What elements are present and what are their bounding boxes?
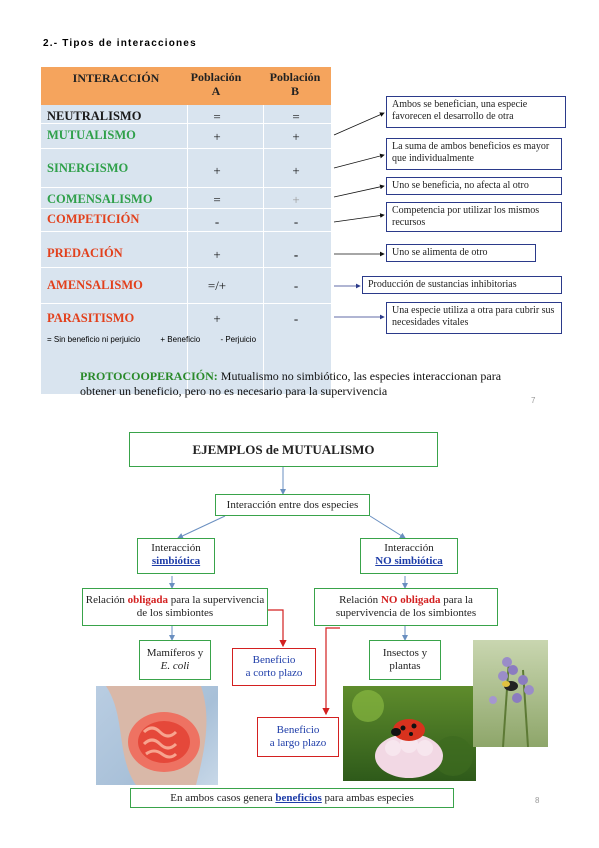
- row-name-comensalismo: COMENSALISMO: [47, 192, 153, 206]
- cell-a: +: [213, 163, 221, 178]
- row-name-predacion: PREDACIÓN: [47, 246, 123, 260]
- cell-a: +: [213, 247, 221, 262]
- arrow-competicion: [333, 213, 385, 223]
- node-non-symbiotic-label: Interacción: [384, 542, 434, 554]
- diagram-footer: En ambos casos genera beneficios para am…: [130, 788, 454, 808]
- cell-b: +: [292, 129, 300, 144]
- arrow-comensalismo: [333, 184, 385, 198]
- column-divider: [263, 105, 264, 394]
- node-mammals-ecoli: Mamíferos y E. coli: [139, 640, 211, 680]
- long-term-detail: a largo plazo: [269, 737, 327, 749]
- node-symbiotic-keyword: simbiótica: [151, 555, 201, 567]
- cell-b: -: [293, 214, 299, 229]
- example-mammals: Mamíferos y: [146, 647, 204, 659]
- row-divider: [41, 231, 331, 232]
- node-non-symbiotic: Interacción NO simbiótica: [360, 538, 458, 574]
- node-short-term-benefit: Beneficio a corto plazo: [232, 648, 316, 686]
- short-term-label: Beneficio: [252, 654, 296, 666]
- row-name-amensalismo: AMENSALISMO: [47, 278, 143, 292]
- long-term-label: Beneficio: [276, 724, 320, 736]
- page-number: 7: [531, 396, 536, 405]
- intestine-photo: [96, 686, 218, 785]
- cell-a: =: [213, 192, 221, 207]
- cell-b: -: [293, 278, 299, 293]
- row-divider: [41, 187, 331, 188]
- table-body: [41, 105, 331, 394]
- row-divider: [41, 267, 331, 268]
- relation-keyword-obligada: obligada: [127, 594, 168, 606]
- example-plants: plantas: [389, 660, 421, 672]
- row-divider: [41, 208, 331, 209]
- header-population-a: Población A: [190, 70, 242, 98]
- definition-competicion: Competencia por utilizar los mismos recu…: [386, 202, 562, 232]
- row-name-neutralismo: NEUTRALISMO: [47, 109, 142, 123]
- relation-text: Relación: [85, 594, 128, 606]
- node-symbiotic-label: Interacción: [151, 542, 201, 554]
- bee-illustration: [489, 657, 534, 747]
- node-symbiotic: Interacción simbiótica: [137, 538, 215, 574]
- protocooperation-term: PROTOCOOPERACIÓN:: [80, 369, 218, 383]
- protocooperation-definition: PROTOCOOPERACIÓN: Mutualismo no simbióti…: [80, 369, 540, 399]
- cell-a: =/+: [207, 278, 227, 293]
- relation-keyword-no-obligada: NO obligada: [380, 594, 441, 606]
- ladybug-illustration: [352, 690, 473, 778]
- row-divider: [41, 123, 331, 124]
- diagram-title: EJEMPLOS de MUTUALISMO: [129, 432, 438, 467]
- bee-photo: [473, 640, 548, 747]
- short-term-detail: a corto plazo: [245, 667, 303, 679]
- cell-b: +: [292, 163, 300, 178]
- cell-b: -: [293, 311, 299, 326]
- example-insects: Insectos y: [382, 647, 428, 659]
- row-divider: [41, 148, 331, 149]
- row-name-competicion: COMPETICIÓN: [47, 212, 140, 226]
- column-divider: [187, 105, 188, 394]
- page-number: 8: [535, 796, 540, 805]
- cell-a: +: [213, 129, 221, 144]
- relation-text: para la supervivencia de los simbiontes: [136, 594, 265, 619]
- relation-text: Relación: [339, 594, 381, 606]
- definition-parasitismo: Una especie utiliza a otra para cubrir s…: [386, 302, 562, 334]
- row-divider: [41, 303, 331, 304]
- intestine-illustration: [106, 686, 207, 785]
- protocooperation-text: Mutualismo no simbiótico, las especies i…: [80, 369, 502, 398]
- diagram-connectors: [169, 466, 408, 716]
- arrow-sinergismo: [333, 153, 385, 169]
- ladybug-photo: [343, 686, 476, 781]
- legend-neutral: = Sin beneficio ni perjuicio: [47, 335, 141, 344]
- definition-predacion: Uno se alimenta de otro: [386, 244, 536, 262]
- example-ecoli: E. coli: [160, 660, 190, 672]
- footer-text: En ambos casos genera: [170, 792, 276, 804]
- footer-text: para ambas especies: [321, 792, 414, 804]
- footer-keyword: beneficios: [275, 792, 322, 804]
- definition-arrows: [333, 112, 385, 320]
- relation-text: para la supervivencia de los simbiontes: [335, 594, 477, 619]
- row-name-mutualismo: MUTUALISMO: [47, 128, 136, 142]
- cell-a: =: [213, 109, 221, 124]
- cell-b: +: [292, 192, 300, 207]
- node-long-term-benefit: Beneficio a largo plazo: [257, 717, 339, 757]
- cell-b: -: [293, 247, 299, 262]
- root-node: Interacción entre dos especies: [215, 494, 370, 516]
- definition-comensalismo: Uno se beneficia, no afecta al otro: [386, 177, 562, 195]
- arrow-mutualismo: [333, 112, 385, 136]
- cell-b: =: [292, 109, 300, 124]
- header-interaction: INTERACCIÓN: [72, 71, 160, 85]
- row-name-parasitismo: PARASITISMO: [47, 311, 135, 325]
- node-non-symbiotic-keyword: NO simbiótica: [375, 555, 443, 567]
- table-header: INTERACCIÓN Población A Población B: [41, 67, 331, 105]
- cell-a: +: [213, 311, 221, 326]
- node-insects-plants: Insectos y plantas: [369, 640, 441, 680]
- legend-benefit: + Beneficio: [160, 335, 201, 344]
- cell-a: -: [214, 214, 220, 229]
- definition-sinergismo: La suma de ambos beneficios es mayor que…: [386, 138, 562, 170]
- section-title: 2.- Tipos de interacciones: [43, 38, 197, 49]
- definition-mutualismo: Ambos se benefician, una especie favorec…: [386, 96, 566, 128]
- row-name-sinergismo: SINERGISMO: [47, 161, 129, 175]
- table-legend: = Sin beneficio ni perjuicio + Beneficio…: [47, 335, 274, 344]
- definition-amensalismo: Producción de sustancias inhibitorias: [362, 276, 562, 294]
- header-population-b: Población B: [269, 70, 321, 98]
- legend-harm: - Perjuicio: [220, 335, 257, 344]
- node-non-obligate-relation: Relación NO obligada para la supervivenc…: [314, 588, 498, 626]
- node-obligate-relation: Relación obligada para la supervivencia …: [82, 588, 268, 626]
